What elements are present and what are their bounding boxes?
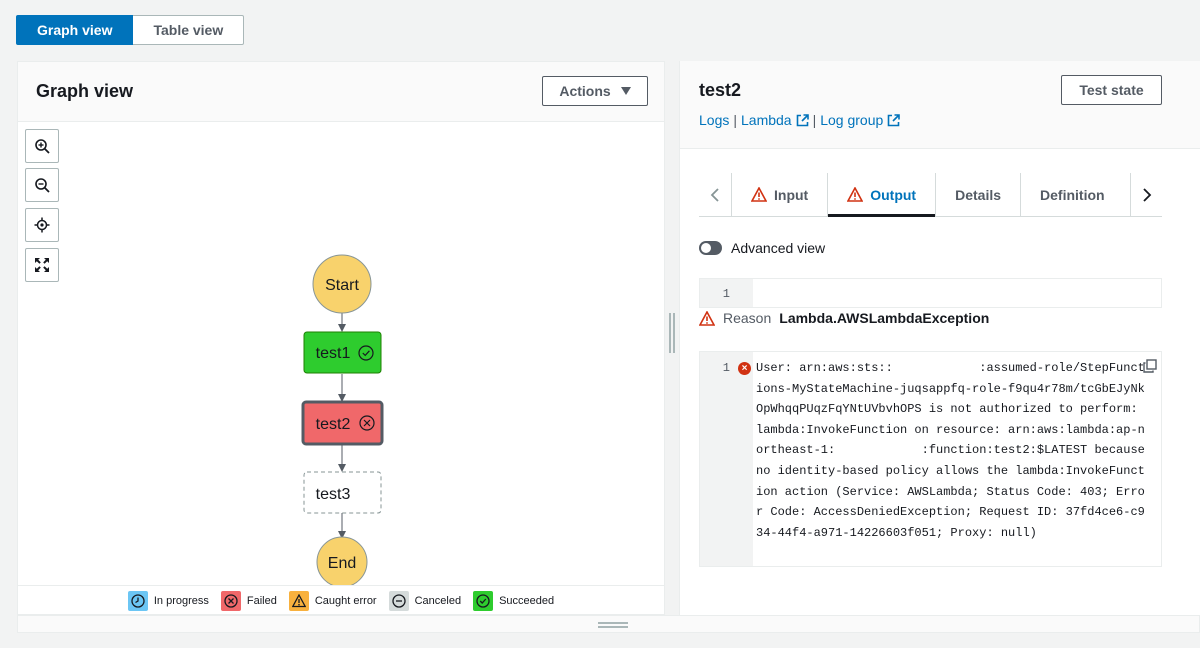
caret-down-icon: [620, 87, 631, 95]
logs-link-label: Logs: [699, 112, 730, 128]
reason-label: Reason: [723, 310, 772, 326]
horizontal-splitter[interactable]: [17, 615, 1200, 633]
legend-succeeded: Succeeded: [473, 590, 555, 611]
expand-icon: [35, 258, 49, 272]
view-toggle: Graph view Table view: [16, 15, 245, 45]
clock-icon: [127, 590, 148, 611]
line-gutter: [700, 352, 753, 566]
zoom-out-button[interactable]: [25, 168, 59, 202]
legend-failed-label: Failed: [246, 594, 277, 607]
node-start-label: Start: [325, 277, 359, 294]
node-end-label: End: [328, 555, 356, 572]
legend-canceled: Canceled: [388, 590, 462, 611]
legend-caught-error: Caught error: [288, 590, 377, 611]
fit-view-button[interactable]: [25, 248, 59, 282]
external-link-icon: [887, 113, 901, 126]
tab-output[interactable]: Output: [827, 173, 935, 217]
graph-view-tab[interactable]: Graph view: [16, 15, 134, 45]
node-test3-label: test3: [316, 486, 351, 503]
resource-links: Logs | Lambda | Log group: [699, 112, 901, 128]
error-message: User: arn:aws:sts:: :assumed-role/StepFu…: [756, 361, 1153, 540]
line-number: 1: [722, 287, 730, 301]
splitter-grip-icon: [598, 622, 628, 628]
link-separator: |: [733, 112, 737, 128]
node-test2-label: test2: [316, 416, 351, 433]
error-icon: ×: [738, 362, 751, 375]
workflow-graph: Start test1 test2 test3: [301, 254, 384, 585]
minus-circle-icon: [388, 590, 409, 611]
tab-input-label: Input: [774, 186, 809, 203]
crosshair-icon: [34, 217, 50, 233]
legend-caught-error-label: Caught error: [314, 594, 377, 607]
node-test3[interactable]: test3: [303, 471, 382, 514]
vertical-splitter[interactable]: [665, 61, 679, 615]
details-tabs: Input Output Details Definition: [699, 173, 1162, 217]
link-separator: |: [812, 112, 817, 128]
test-state-button[interactable]: Test state: [1061, 75, 1162, 105]
legend-in-progress: In progress: [127, 590, 209, 611]
node-test1[interactable]: test1: [303, 331, 382, 374]
x-circle-icon: [220, 590, 241, 611]
legend-failed: Failed: [220, 590, 277, 611]
legend-canceled-label: Canceled: [414, 594, 462, 607]
reason-value: Lambda.AWSLambdaException: [779, 310, 990, 326]
state-details-header: test2 Test state Logs | Lambda | Log gro…: [680, 61, 1200, 149]
splitter-grip-icon: [669, 313, 675, 353]
output-code-box[interactable]: 1: [699, 278, 1162, 308]
toggle-switch[interactable]: [699, 241, 722, 255]
node-test2[interactable]: test2: [301, 400, 384, 446]
check-circle-icon: [473, 590, 494, 611]
zoom-out-icon: [35, 178, 50, 193]
advanced-view-label: Advanced view: [731, 240, 826, 256]
tab-definition[interactable]: Definition: [1020, 173, 1124, 216]
legend-in-progress-label: In progress: [153, 594, 209, 607]
external-link-icon: [796, 113, 809, 126]
zoom-in-button[interactable]: [25, 129, 59, 163]
state-details-panel: test2 Test state Logs | Lambda | Log gro…: [679, 61, 1200, 615]
node-start[interactable]: Start: [312, 254, 372, 314]
table-view-tab[interactable]: Table view: [133, 15, 245, 45]
zoom-in-icon: [35, 139, 50, 154]
chevron-right-icon: [1142, 187, 1151, 202]
legend-succeeded-label: Succeeded: [499, 594, 555, 607]
center-button[interactable]: [25, 208, 59, 242]
copy-icon[interactable]: [1143, 359, 1157, 373]
log-group-link[interactable]: Log group: [820, 112, 901, 128]
line-number: 1: [722, 361, 730, 375]
tab-details[interactable]: Details: [935, 173, 1020, 216]
node-test1-label: test1: [316, 345, 351, 362]
actions-button[interactable]: Actions: [542, 76, 648, 106]
tabs-scroll-right-button[interactable]: [1130, 173, 1162, 216]
node-end[interactable]: End: [316, 536, 368, 585]
tab-input[interactable]: Input: [731, 173, 827, 216]
line-gutter: [700, 279, 753, 307]
advanced-view-toggle[interactable]: Advanced view: [699, 240, 825, 256]
graph-panel: Graph view Actions: [17, 61, 665, 615]
tab-definition-label: Definition: [1040, 186, 1105, 203]
check-circle-icon: [358, 345, 374, 361]
status-legend: In progress Failed Caught error Canceled: [18, 585, 664, 615]
graph-panel-title: Graph view: [36, 81, 134, 101]
state-title: test2: [699, 80, 742, 100]
logs-link[interactable]: Logs: [699, 112, 729, 128]
error-reason: Reason Lambda.AWSLambdaException: [699, 310, 989, 326]
chevron-left-icon: [710, 187, 719, 202]
warning-icon: [847, 187, 864, 202]
log-group-link-label: Log group: [820, 112, 884, 128]
actions-label: Actions: [559, 83, 611, 99]
x-circle-icon: [359, 415, 375, 431]
error-code-box[interactable]: 1 × User: arn:aws:sts:: :assumed-role/St…: [699, 351, 1162, 567]
tab-details-label: Details: [955, 186, 1002, 203]
warning-icon: [699, 310, 715, 326]
graph-panel-header: Graph view Actions: [18, 62, 664, 122]
lambda-link[interactable]: Lambda: [741, 112, 809, 128]
lambda-link-label: Lambda: [741, 112, 792, 128]
tab-output-label: Output: [870, 186, 917, 203]
warning-icon: [751, 187, 767, 202]
tabs-scroll-left-button[interactable]: [699, 173, 731, 216]
warning-icon: [288, 590, 309, 611]
